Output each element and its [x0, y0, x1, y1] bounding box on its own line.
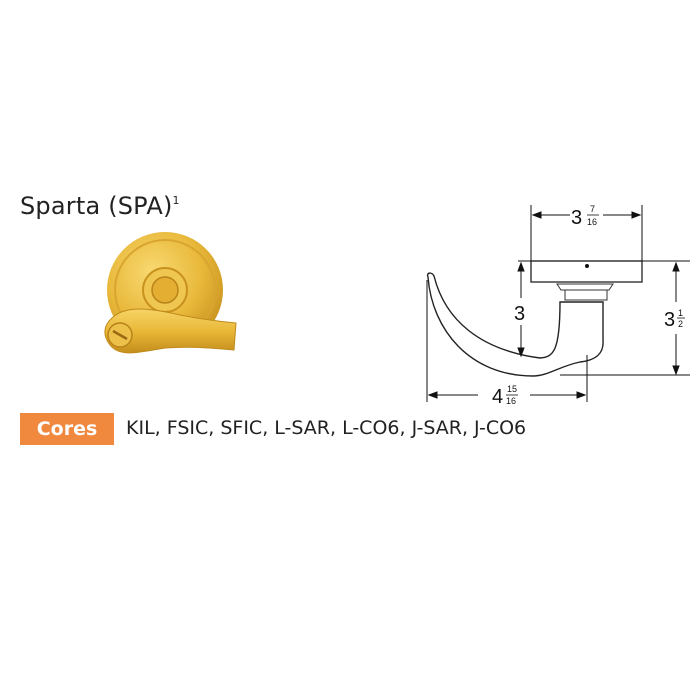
lever-length-den: 16 [506, 396, 516, 406]
projection-den: 2 [678, 319, 683, 329]
product-title: Sparta (SPA)1 [20, 192, 180, 220]
lever-photo [104, 232, 237, 354]
rose-diameter-den: 16 [587, 217, 597, 227]
lever-height-whole: 3 [514, 303, 525, 325]
dimension-drawing [426, 205, 690, 402]
dimension-labels: 3 7 16 3 3 1 2 4 15 16 [492, 204, 685, 408]
projection-num: 1 [678, 308, 683, 318]
footnote-marker: 1 [172, 194, 180, 207]
projection-whole: 3 [664, 309, 675, 331]
rose-diameter-whole: 3 [571, 207, 582, 229]
lever-length-num: 15 [507, 384, 517, 394]
cores-list: KIL, FSIC, SFIC, L-SAR, L-CO6, J-SAR, J-… [126, 417, 527, 439]
lever-length-whole: 4 [492, 386, 503, 408]
product-name: Sparta (SPA) [20, 192, 173, 220]
cores-badge: Cores [20, 413, 114, 445]
rose-diameter-num: 7 [590, 204, 595, 214]
lever [104, 308, 237, 354]
lever-outline [426, 272, 604, 377]
